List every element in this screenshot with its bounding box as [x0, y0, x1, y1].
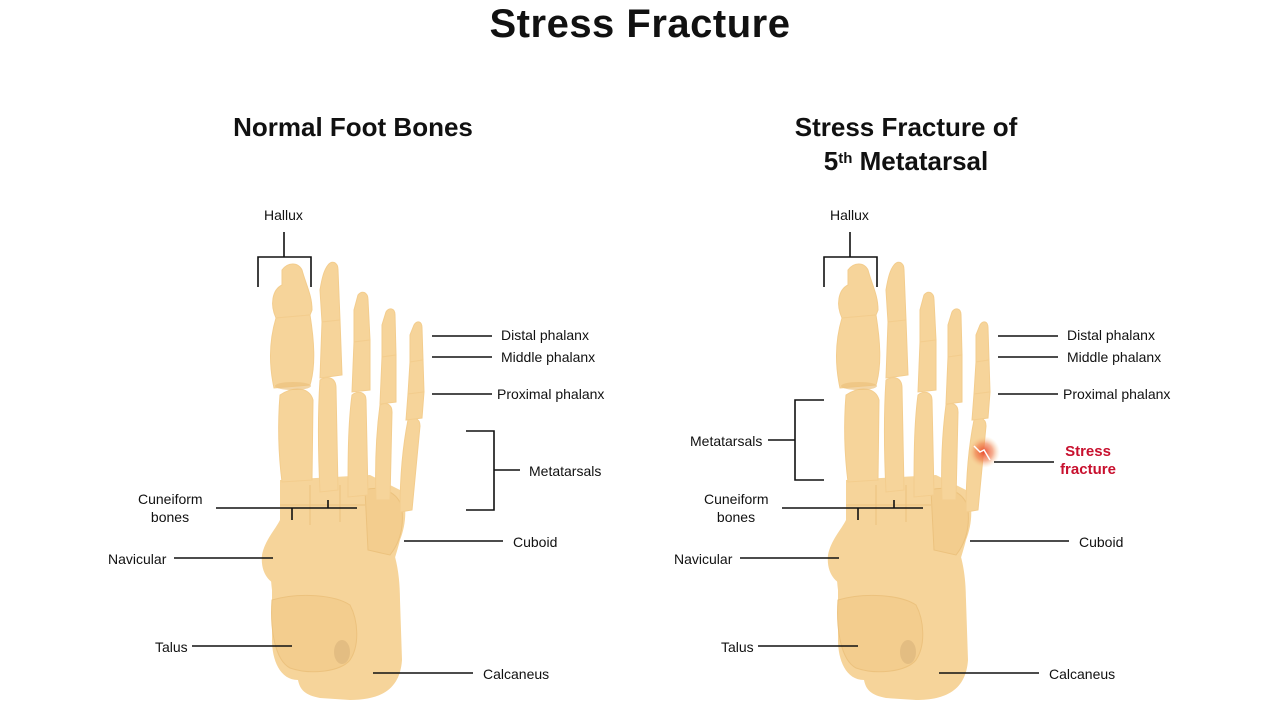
fracture-glow: [968, 436, 1000, 468]
main-title: Stress Fracture: [489, 2, 791, 46]
left-label-calcaneus: Calcaneus: [483, 666, 550, 682]
left-foot-bones: [261, 261, 425, 701]
left-label-cuboid: Cuboid: [513, 534, 558, 550]
left-label-talus: Talus: [155, 639, 188, 655]
right-title-line2: 5th Metatarsal: [823, 146, 989, 176]
right-label-metatarsals: Metatarsals: [690, 433, 763, 449]
left-leader-lines: [174, 232, 520, 674]
fracture-line: [973, 445, 991, 461]
left-label-hallux: Hallux: [264, 207, 303, 223]
left-label-proximal-phalanx: Proximal phalanx: [497, 386, 605, 402]
left-label-distal-phalanx: Distal phalanx: [501, 327, 589, 343]
left-panel-title: Normal Foot Bones: [233, 112, 473, 142]
right-label-proximal-phalanx: Proximal phalanx: [1063, 386, 1171, 402]
left-label-cuneiform: Cuneiform bones: [138, 491, 203, 525]
right-label-stress-fracture: Stress fracture: [1060, 443, 1116, 478]
right-foot-bones: [827, 261, 1000, 701]
right-label-talus: Talus: [721, 639, 754, 655]
right-label-calcaneus: Calcaneus: [1049, 666, 1116, 682]
right-title-line1: Stress Fracture of: [794, 112, 1018, 142]
right-leader-lines: [740, 232, 1069, 674]
right-label-cuneiform: Cuneiform bones: [704, 491, 769, 525]
left-label-navicular: Navicular: [108, 551, 167, 567]
right-label-cuboid: Cuboid: [1079, 534, 1124, 550]
left-label-middle-phalanx: Middle phalanx: [501, 349, 596, 365]
right-label-hallux: Hallux: [830, 207, 869, 223]
right-panel-title: Stress Fracture of 5th Metatarsal: [756, 110, 1056, 178]
left-label-metatarsals: Metatarsals: [529, 463, 602, 479]
right-label-distal-phalanx: Distal phalanx: [1067, 327, 1155, 343]
right-label-middle-phalanx: Middle phalanx: [1067, 349, 1162, 365]
right-label-navicular: Navicular: [674, 551, 733, 567]
